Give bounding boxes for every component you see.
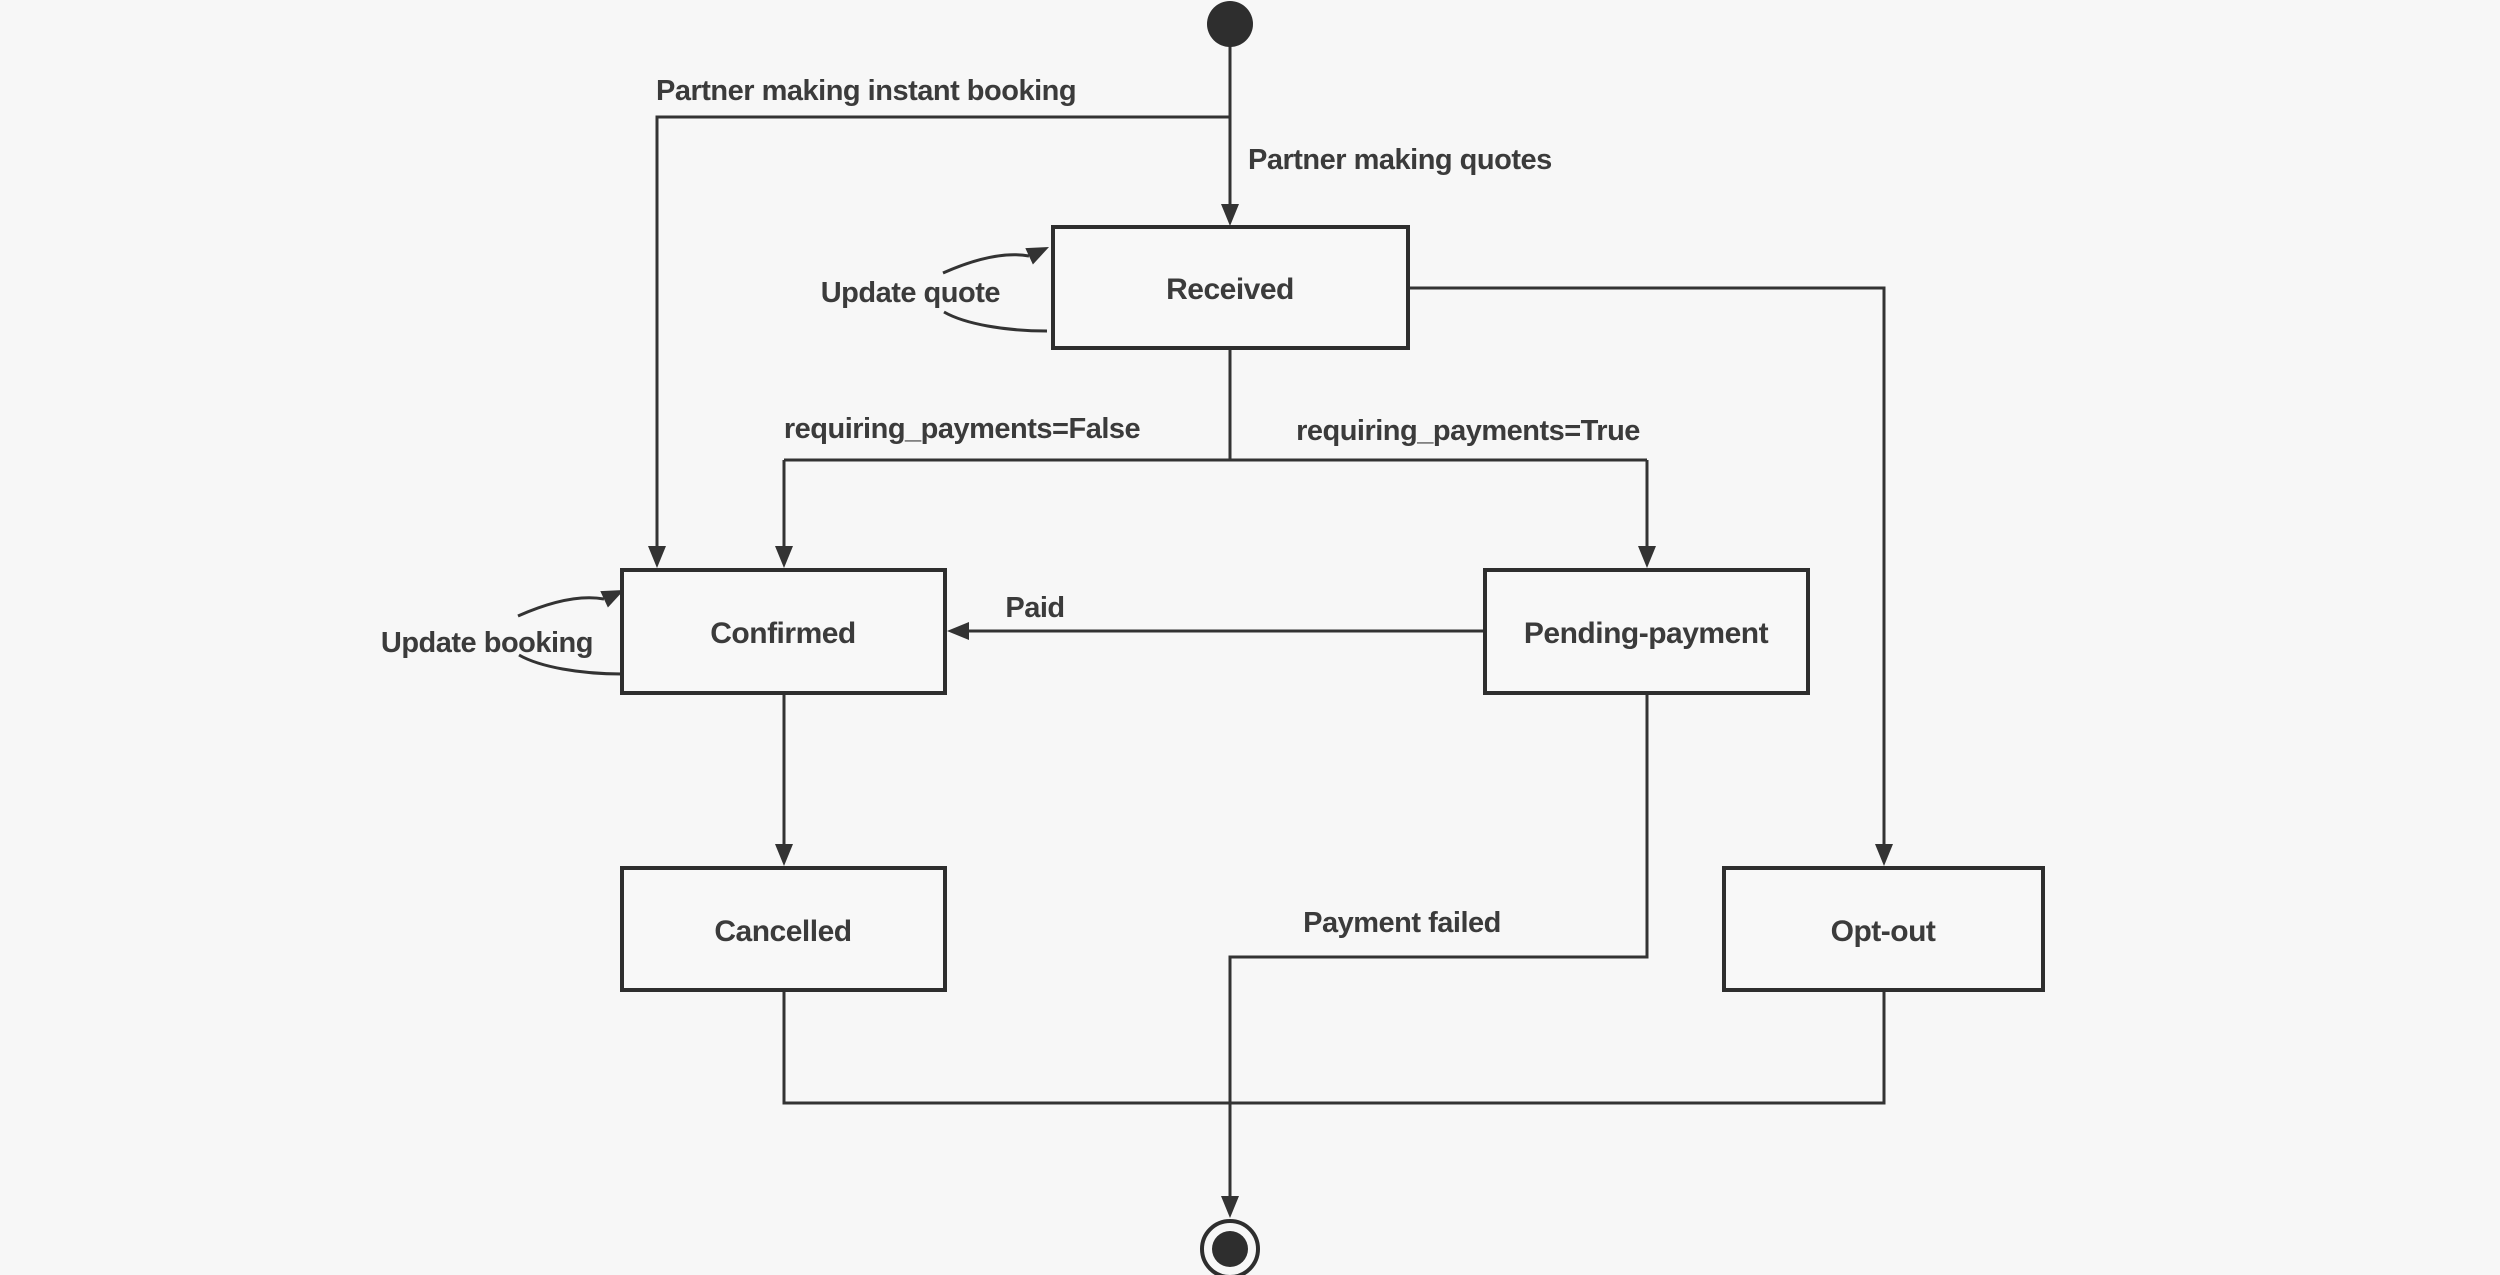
state-received: Received <box>1051 225 1410 350</box>
edge-initial-to-confirmed <box>655 115 1230 546</box>
edge-received-self-loop-lower <box>943 310 1048 333</box>
arrowhead-confirmed-self-loop <box>600 590 624 608</box>
arrowhead-into-pending-payment-top <box>1638 546 1656 568</box>
edge-bottom-merge-rail <box>782 990 1886 1105</box>
state-box-received <box>1051 225 1410 350</box>
state-pending-payment: Pending-payment <box>1483 568 1810 695</box>
arrowhead-into-confirmed-top-left <box>648 546 666 568</box>
state-box-pending-payment <box>1483 568 1810 695</box>
state-box-confirmed <box>620 568 947 695</box>
state-label-opt-out: Opt-out <box>1831 915 1936 948</box>
initial-state-icon <box>1207 1 1253 47</box>
edge-received-self-loop-upper <box>942 253 1030 275</box>
state-box-cancelled <box>620 866 947 992</box>
transition-label-partner-instant-booking: Partner making instant booking <box>656 75 1076 107</box>
arrowhead-received-self-loop <box>1025 247 1049 265</box>
edge-confirmed-self-loop-lower <box>518 653 623 676</box>
transition-label-requiring-payments-false: requiring_payments=False <box>784 413 1141 445</box>
transition-label-update-quote: Update quote <box>821 277 1001 309</box>
edge-confirmed-self-loop-upper <box>517 596 605 618</box>
arrowhead-into-final-state <box>1221 1196 1239 1218</box>
state-box-opt-out <box>1722 866 2045 992</box>
arrowhead-into-confirmed-right <box>947 622 969 640</box>
transition-label-payment-failed: Payment failed <box>1303 907 1501 939</box>
state-label-confirmed: Confirmed <box>710 617 856 650</box>
edge-received-branch-rail <box>784 347 1647 462</box>
state-opt-out: Opt-out <box>1722 866 2045 992</box>
arrowhead-into-opt-out-top <box>1875 844 1893 866</box>
transition-label-paid: Paid <box>1005 592 1064 624</box>
transition-label-requiring-payments-true: requiring_payments=True <box>1296 415 1640 447</box>
state-label-pending-payment: Pending-payment <box>1524 617 1769 650</box>
transition-label-update-booking: Update booking <box>381 627 593 659</box>
final-state-dot-icon <box>1212 1231 1248 1267</box>
state-cancelled: Cancelled <box>620 866 947 992</box>
arrowhead-into-received-top <box>1221 204 1239 226</box>
arrowhead-into-confirmed-top <box>775 546 793 568</box>
edge-pending-payment-to-final <box>1228 693 1649 1196</box>
transition-label-partner-making-quotes: Partner making quotes <box>1248 144 1552 176</box>
state-confirmed: Confirmed <box>620 568 947 695</box>
edge-received-to-opt-out <box>1408 286 1886 844</box>
arrowhead-into-cancelled-top <box>775 844 793 866</box>
state-label-received: Received <box>1166 273 1294 306</box>
state-label-cancelled: Cancelled <box>714 915 851 948</box>
